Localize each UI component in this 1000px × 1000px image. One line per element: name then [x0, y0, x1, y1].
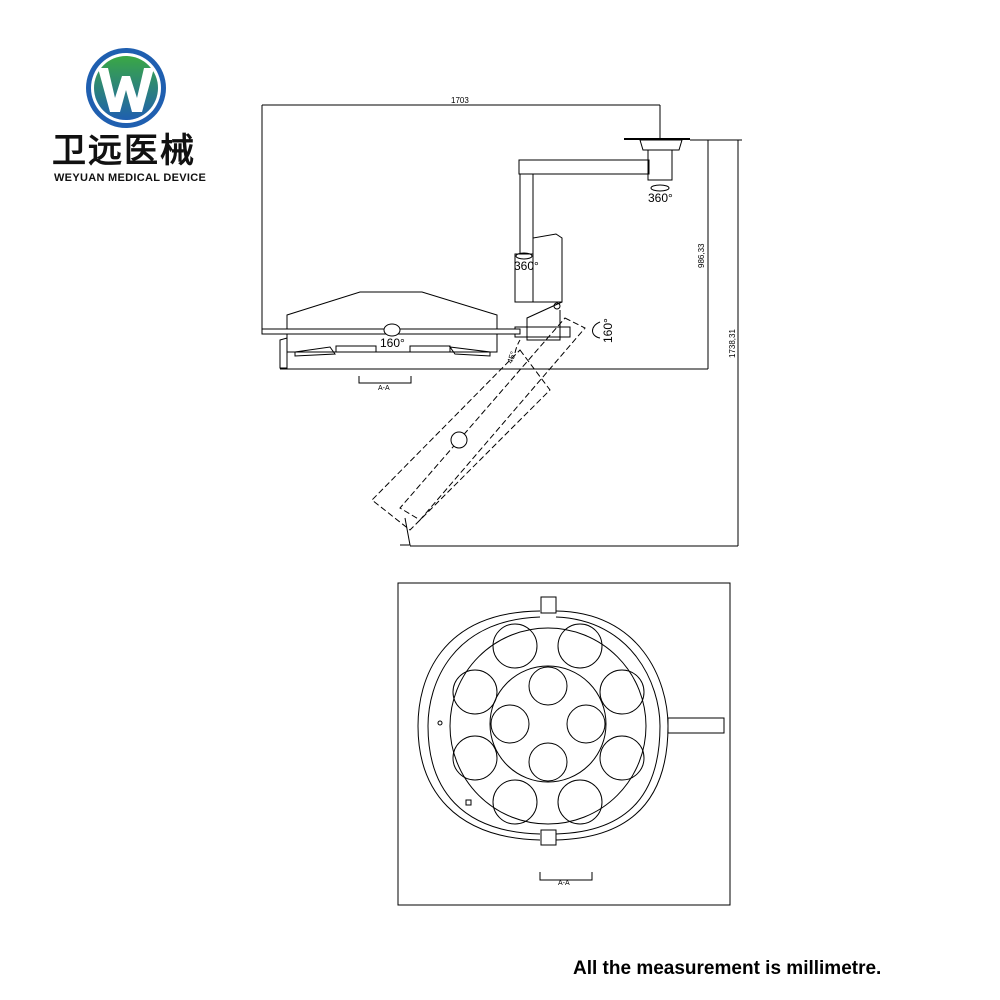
arm-height-label: 986,33	[697, 243, 706, 268]
lamp-head-horizontal: 160°	[261, 291, 708, 370]
section-label-bottom: A-A	[558, 880, 570, 887]
section-marker-side: A-A	[358, 376, 412, 392]
head-rotation-label: 160°	[380, 336, 405, 350]
joint-rotation-label: 160°	[601, 318, 615, 343]
width-dimension-label: 1703	[451, 96, 469, 105]
height-dimensions: 986,33 1738,31	[690, 139, 742, 546]
company-name-cn: 卫远医械	[52, 131, 196, 171]
section-label-side: A-A	[378, 385, 390, 392]
arm-rotation-label: 360°	[514, 259, 539, 273]
suspension-arm: 360°	[514, 159, 650, 341]
total-height-label: 1738,31	[728, 329, 737, 358]
tilt-angle-label: 45°	[505, 350, 518, 364]
units-note: All the measurement is millimetre.	[573, 958, 882, 979]
ceiling-rotation-label: 360°	[648, 191, 673, 205]
company-logo-mark	[86, 48, 166, 128]
ceiling-mount: 360°	[624, 138, 690, 205]
company-name-en: WEYUAN MEDICAL DEVICE	[54, 172, 207, 184]
bottom-view: A-A	[397, 582, 731, 906]
width-dimension: 1703	[261, 96, 661, 332]
lamp-head-tilted	[371, 317, 738, 547]
